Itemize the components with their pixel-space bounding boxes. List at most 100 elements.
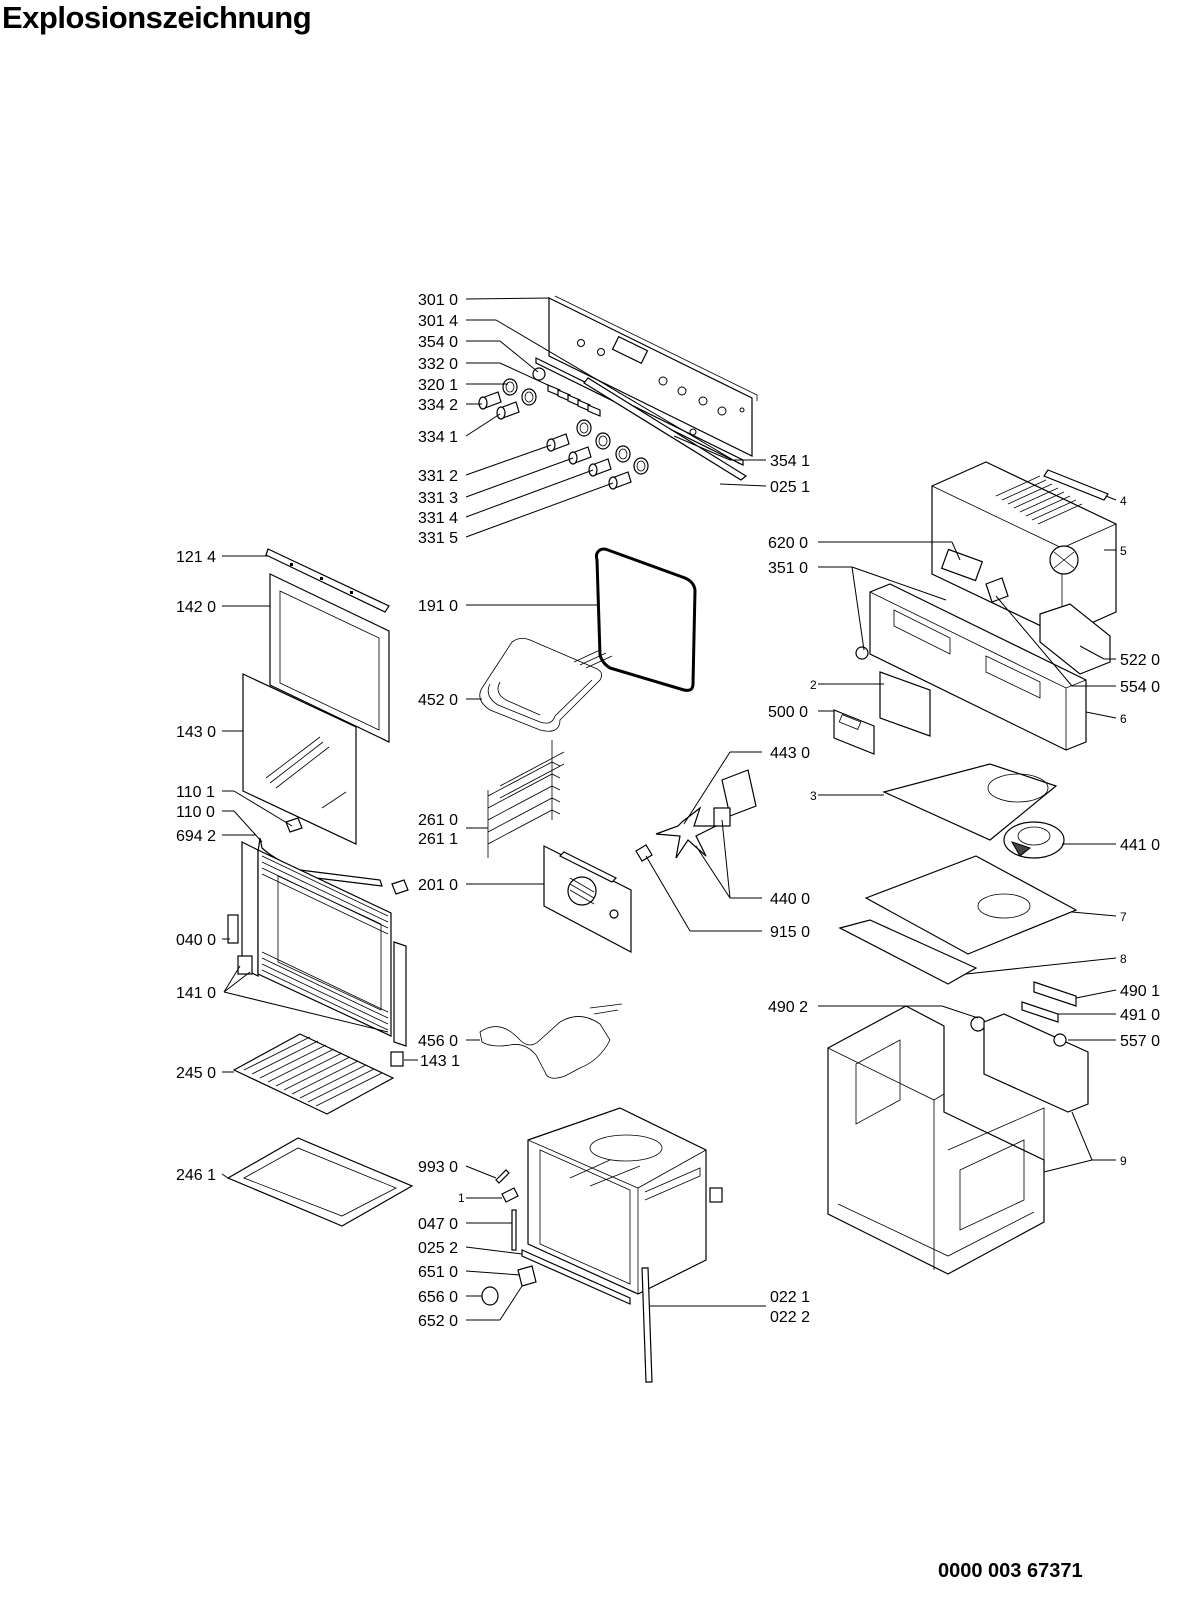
label-0470: 047 0 — [418, 1216, 458, 1233]
label-4430: 443 0 — [770, 745, 810, 762]
label-3014: 301 4 — [418, 313, 458, 330]
element-terminals — [589, 1003, 623, 1015]
label-1101: 110 1 — [176, 784, 215, 801]
label-4910: 491 0 — [1120, 1007, 1160, 1024]
label-2450: 245 0 — [176, 1065, 216, 1082]
label-3201: 320 1 — [418, 377, 458, 394]
oven-rack-wires — [243, 1036, 383, 1107]
label-5: 5 — [1120, 544, 1127, 558]
label-6200: 620 0 — [768, 535, 808, 552]
label-5220: 522 0 — [1120, 652, 1160, 669]
fan-nut — [635, 844, 653, 862]
fan-motor — [721, 769, 757, 817]
clock-bracket — [879, 671, 931, 737]
control-panel-group — [478, 295, 758, 490]
door-group — [226, 548, 414, 1227]
label-5540: 554 0 — [1120, 679, 1160, 696]
control-panel-holes — [577, 339, 745, 436]
label-2611: 261 1 — [418, 831, 458, 848]
label-1420: 142 0 — [176, 599, 216, 616]
terminal-block — [1021, 1001, 1059, 1023]
knob-6560 — [481, 1286, 499, 1306]
knob-rings — [502, 378, 649, 475]
door-hinge-040 — [227, 914, 239, 944]
top-housing — [931, 461, 1117, 637]
door-frame — [241, 841, 259, 977]
label-2610: 261 0 — [418, 812, 458, 829]
label-8: 8 — [1120, 952, 1127, 966]
label-3510: 351 0 — [768, 560, 808, 577]
label-4902: 490 2 — [768, 999, 808, 1016]
label-5000: 500 0 — [768, 704, 808, 721]
shelf-runners — [487, 740, 565, 858]
baking-tray — [226, 1137, 414, 1227]
label-6: 6 — [1120, 712, 1127, 726]
label-7: 7 — [1120, 910, 1127, 924]
cavity-side-clip — [709, 1187, 723, 1203]
control-housing — [869, 583, 1087, 751]
document-number: 0000 003 67371 — [938, 1560, 1083, 1582]
door-clip-1431 — [390, 1051, 404, 1067]
label-1214: 121 4 — [176, 549, 216, 566]
door-top-trim — [265, 548, 390, 613]
label-3314: 331 4 — [418, 510, 458, 527]
label-1431: 143 1 — [420, 1053, 460, 1070]
side-rail — [641, 1267, 653, 1383]
label-0251: 025 1 — [770, 479, 810, 496]
label-3010: 301 0 — [418, 292, 458, 309]
label-3315: 331 5 — [418, 530, 458, 547]
clock-module — [833, 709, 875, 755]
door-outer-glass — [269, 573, 390, 743]
fan-group — [635, 769, 757, 862]
label-4: 4 — [1120, 494, 1127, 508]
switch-spindles — [547, 384, 601, 417]
part-labels: 301 0 301 4 354 0 332 0 320 1 334 2 334 … — [176, 292, 1160, 1330]
base-plate — [864, 855, 1078, 955]
label-1430: 143 0 — [176, 724, 216, 741]
lamp-5570 — [1053, 1033, 1067, 1047]
label-2461: 246 1 — [176, 1167, 216, 1184]
label-3312: 331 2 — [418, 468, 458, 485]
cable-grommet — [970, 1016, 986, 1032]
label-3540: 354 0 — [418, 334, 458, 351]
center-column-group — [479, 547, 723, 1383]
door-hinge-lower — [237, 955, 253, 975]
label-4410: 441 0 — [1120, 837, 1160, 854]
thermostat — [985, 577, 1009, 603]
front-trim-strip — [838, 919, 978, 985]
oven-rack — [232, 1033, 395, 1115]
fan-blade — [655, 806, 717, 859]
label-1410: 141 0 — [176, 985, 216, 1002]
door-inner-glass — [242, 673, 357, 845]
label-9: 9 — [1120, 1154, 1127, 1168]
right-column-group — [827, 461, 1117, 1275]
label-0400: 040 0 — [176, 932, 216, 949]
door-seal — [594, 547, 697, 692]
label-6560: 656 0 — [418, 1289, 458, 1306]
label-4901: 490 1 — [1120, 983, 1160, 1000]
label-6520: 652 0 — [418, 1313, 458, 1330]
label-9930: 993 0 — [418, 1159, 458, 1176]
top-housing-bracket — [1043, 469, 1109, 501]
display-window — [611, 335, 649, 365]
relay-block — [940, 548, 984, 582]
label-5570: 557 0 — [1120, 1033, 1160, 1050]
control-housing-details — [893, 609, 1041, 699]
control-panel-fascia — [548, 297, 753, 457]
screw-9930 — [495, 1169, 510, 1184]
label-3342: 334 2 — [418, 397, 458, 414]
label-4560: 456 0 — [418, 1033, 458, 1050]
label-6510: 651 0 — [418, 1264, 458, 1281]
label-3320: 332 0 — [418, 356, 458, 373]
bracket-4901 — [1033, 981, 1077, 1007]
hinge-bracket — [285, 817, 303, 833]
leader-lines — [221, 297, 1117, 1321]
cabinet-cutouts — [855, 1039, 1025, 1231]
door-frame-slats — [261, 855, 389, 1031]
label-2: 2 — [810, 678, 817, 692]
oven-cavity — [527, 1107, 707, 1295]
page-title: Explosionszeichnung — [2, 0, 312, 35]
label-3: 3 — [810, 789, 817, 803]
terminal-board — [983, 1013, 1089, 1113]
